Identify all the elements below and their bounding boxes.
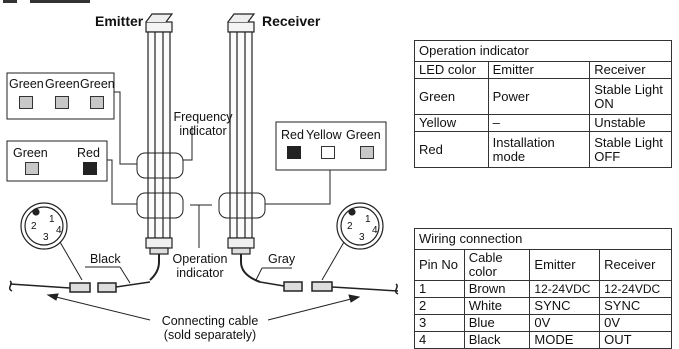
emitter-pin-2: 2 <box>31 221 37 232</box>
table-cell: 2 <box>414 297 465 315</box>
table-cell: 3 <box>414 314 465 332</box>
connecting-cable-arrows <box>46 293 361 321</box>
leader-lines <box>107 91 331 248</box>
emitter-led-boxes <box>6 72 387 219</box>
receiver-led-red-label: Red <box>281 128 304 142</box>
emitter-cable-color-label: Black <box>90 252 121 266</box>
wiring-header-pin-no: Pin No <box>414 249 465 281</box>
wiring-header-emitter: Emitter <box>529 249 601 281</box>
receiver-cable <box>255 267 399 295</box>
table-cell: 12-24VDC <box>529 280 601 298</box>
emitter-cable <box>8 266 151 293</box>
emitter-led-green-1-label: Green <box>9 77 44 91</box>
connecting-cable-label: Connecting cable (sold separately) <box>148 314 272 342</box>
table-row: 4 Black MODE OUT <box>414 331 672 349</box>
red-led-swatch <box>287 146 301 159</box>
operation-indicator-table: Operation indicator LED color Emitter Re… <box>414 40 672 168</box>
red-led-swatch <box>83 162 97 175</box>
table-cell: SYNC <box>529 297 601 315</box>
table-cell: 1 <box>414 280 465 298</box>
operation-header-led-color: LED color <box>414 61 489 79</box>
operation-indicator-line-2: indicator <box>176 266 224 280</box>
emitter-pin-4: 4 <box>56 225 62 236</box>
table-cell: Installation mode <box>487 131 591 168</box>
receiver-connector <box>336 202 384 250</box>
wiring-table-header: Pin No Cable color Emitter Receiver <box>414 249 672 281</box>
operation-header-receiver: Receiver <box>589 61 672 79</box>
emitter-led-red-label: Red <box>77 146 100 160</box>
green-led-swatch <box>55 96 69 109</box>
wiring-table-title: Wiring connection <box>414 228 672 250</box>
table-cell: Red <box>414 131 489 168</box>
table-cell: OUT <box>599 331 672 349</box>
emitter-led-green-label: Green <box>13 146 48 160</box>
receiver-pin-2: 2 <box>347 221 353 232</box>
frequency-indicator-line-2: indicator <box>179 124 227 138</box>
frequency-indicator-label: Frequency indicator <box>173 110 233 138</box>
table-row: 2 White SYNC SYNC <box>414 297 672 315</box>
emitter-led-green-3-label: Green <box>80 77 115 91</box>
receiver-bar <box>227 13 261 283</box>
table-cell: MODE <box>529 331 601 349</box>
table-cell: 0V <box>599 314 672 332</box>
yellow-led-swatch <box>321 146 335 159</box>
emitter-label: Emitter <box>95 13 144 29</box>
green-led-swatch <box>25 162 39 175</box>
emitter-bar <box>145 13 174 281</box>
receiver-pin-1: 1 <box>365 214 371 225</box>
table-cell: Stable Light OFF <box>589 131 672 168</box>
wiring-connection-table: Wiring connection Pin No Cable color Emi… <box>414 228 672 349</box>
emitter-pin-1: 1 <box>49 214 55 225</box>
connecting-cable-line-2: (sold separately) <box>163 328 257 342</box>
table-row: 3 Blue 0V 0V <box>414 314 672 332</box>
wiring-header-receiver: Receiver <box>599 249 672 281</box>
wiring-header-cable-color: Cable color <box>463 249 531 281</box>
table-cell: Black <box>463 331 531 349</box>
emitter-pin-3: 3 <box>43 232 49 243</box>
green-led-swatch <box>19 96 33 109</box>
heading-fragment <box>3 0 90 3</box>
operation-header-emitter: Emitter <box>487 61 591 79</box>
table-row: Green Power Stable Light ON <box>414 78 672 115</box>
receiver-led-green-label: Green <box>346 128 381 142</box>
operation-indicator-label: Operation indicator <box>170 252 230 280</box>
table-row: 1 Brown 12-24VDC 12-24VDC <box>414 280 672 298</box>
receiver-pin-3: 3 <box>359 232 365 243</box>
table-cell: White <box>463 297 531 315</box>
table-cell: – <box>487 114 591 132</box>
table-cell: Brown <box>463 280 531 298</box>
table-cell: Power <box>487 78 591 115</box>
frequency-indicator-line-1: Frequency <box>173 110 233 124</box>
receiver-pin-4: 4 <box>372 225 378 236</box>
emitter-led-green-2-label: Green <box>45 77 80 91</box>
receiver-led-yellow-label: Yellow <box>306 128 342 142</box>
operation-table-title: Operation indicator <box>414 40 672 62</box>
table-cell: SYNC <box>599 297 672 315</box>
table-cell: 12-24VDC <box>599 280 672 298</box>
operation-table-header: LED color Emitter Receiver <box>414 61 672 79</box>
table-cell: Blue <box>463 314 531 332</box>
table-cell: Unstable <box>589 114 672 132</box>
table-cell: 0V <box>529 314 601 332</box>
table-cell: Stable Light ON <box>589 78 672 115</box>
table-row: Red Installation mode Stable Light OFF <box>414 131 672 168</box>
table-cell: Green <box>414 78 489 115</box>
table-cell: 4 <box>414 331 465 349</box>
connecting-cable-line-1: Connecting cable <box>161 314 259 328</box>
receiver-label: Receiver <box>262 13 321 29</box>
table-row: Yellow – Unstable <box>414 114 672 132</box>
green-led-swatch <box>90 96 104 109</box>
receiver-cable-color-label: Gray <box>268 252 296 266</box>
green-led-swatch <box>360 146 374 159</box>
operation-indicator-line-1: Operation <box>172 252 228 266</box>
table-cell: Yellow <box>414 114 489 132</box>
emitter-connector <box>20 202 68 250</box>
